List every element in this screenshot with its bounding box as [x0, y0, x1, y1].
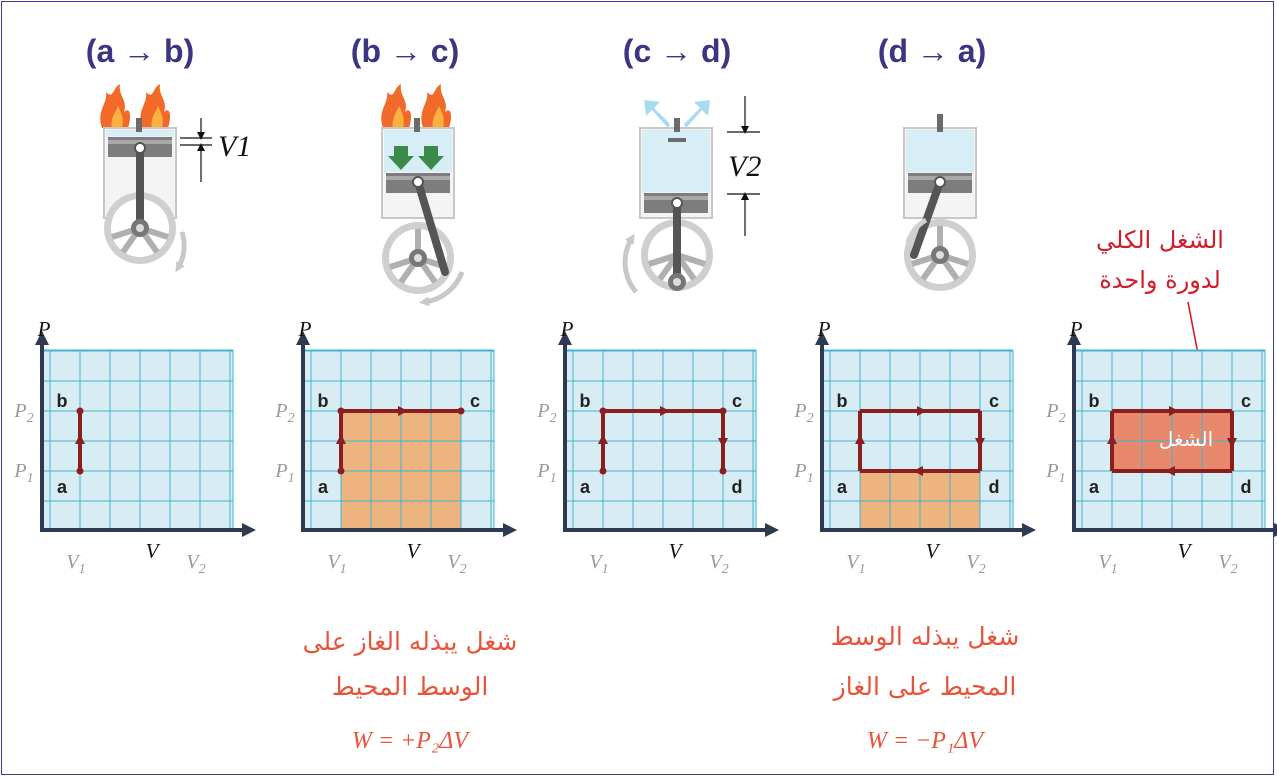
v1-label: V1 [218, 130, 251, 163]
v2-label: V2 [728, 150, 761, 183]
label-d: d [1241, 477, 1252, 497]
label-c: c [989, 391, 999, 411]
v2-indicator: V2 [727, 96, 761, 236]
p1-tick: P1 [13, 460, 33, 486]
v2-tick: V2 [966, 551, 985, 577]
v1-indicator: V1 [180, 118, 251, 182]
label-c: c [470, 391, 480, 411]
graph-background [565, 350, 756, 530]
v2-tick: V2 [447, 551, 466, 577]
v-axis-label: V [146, 539, 161, 563]
p2-tick: P2 [536, 400, 556, 426]
stage-title-da: (d → a) [878, 33, 986, 69]
engine-bc [381, 84, 465, 307]
label-a: a [580, 477, 591, 497]
v2-tick: V2 [1218, 551, 1237, 577]
caption-surr-equation: W = −P₁ΔV [867, 728, 985, 754]
p-axis-label: P [817, 317, 831, 341]
v2-tick: V2 [709, 551, 728, 577]
point-d [719, 467, 727, 475]
engine-da [903, 114, 977, 291]
total-work-label-line1: الشغل الكلي [1096, 226, 1224, 254]
label-b: b [1089, 391, 1100, 411]
point-a [599, 467, 607, 475]
v1-tick: V1 [1098, 551, 1117, 577]
caption-gas-equation: W = +P₂ΔV [352, 728, 470, 754]
p1-tick: P1 [793, 460, 813, 486]
p2-tick: P2 [1045, 400, 1065, 426]
v-axis-label: V [407, 539, 422, 563]
label-a: a [318, 477, 329, 497]
label-b: b [57, 391, 68, 411]
label-a: a [1089, 477, 1100, 497]
exhaust-arrow-icon [644, 100, 710, 128]
label-c: c [1241, 391, 1251, 411]
point-a [76, 467, 84, 475]
label-c: c [732, 391, 742, 411]
caption-surr-line1: شغل يبذله الوسط [831, 622, 1020, 651]
caption-gas-line1: شغل يبذله الغاز على [303, 627, 518, 656]
p1-tick: P1 [274, 460, 294, 486]
graph-background [42, 350, 233, 530]
label-b: b [318, 391, 329, 411]
label-a: a [57, 477, 68, 497]
v-axis-label: V [926, 539, 941, 563]
p-axis-label: P [1069, 317, 1083, 341]
p1-tick: P1 [536, 460, 556, 486]
p-axis-label: P [298, 317, 312, 341]
v2-tick: V2 [186, 551, 205, 577]
point-b [599, 407, 607, 415]
flame-icon [381, 84, 452, 128]
engine-ab [100, 84, 187, 273]
point-a [337, 467, 345, 475]
p-axis-label: P [560, 317, 574, 341]
v1-tick: V1 [327, 551, 346, 577]
flame-icon [100, 84, 171, 128]
total-work-label-line2: لدورة واحدة [1099, 266, 1221, 294]
v-axis-label: V [669, 539, 684, 563]
label-b: b [580, 391, 591, 411]
p2-tick: P2 [13, 400, 33, 426]
p2-tick: P2 [793, 400, 813, 426]
v1-tick: V1 [589, 551, 608, 577]
engine-cd [622, 100, 713, 294]
p2-tick: P2 [274, 400, 294, 426]
point-c [719, 407, 727, 415]
v1-tick: V1 [66, 551, 85, 577]
stage-title-cd: (c → d) [623, 33, 731, 69]
v1-tick: V1 [846, 551, 865, 577]
p1-tick: P1 [1045, 460, 1065, 486]
caption-gas-line2: الوسط المحيط [332, 672, 489, 701]
label-d: d [732, 477, 743, 497]
down-arrow-icon [388, 146, 444, 170]
v-axis-label: V [1178, 539, 1193, 563]
work-region-label: الشغل [1159, 427, 1213, 451]
point-c [457, 407, 465, 415]
label-b: b [837, 391, 848, 411]
caption-surr-line2: المحيط على الغاز [832, 672, 1017, 701]
point-b [337, 407, 345, 415]
label-a: a [837, 477, 848, 497]
stage-title-bc: (b → c) [351, 33, 459, 69]
point-b [76, 407, 84, 415]
label-d: d [989, 477, 1000, 497]
stage-title-ab: (a → b) [86, 33, 194, 69]
p-axis-label: P [37, 317, 51, 341]
